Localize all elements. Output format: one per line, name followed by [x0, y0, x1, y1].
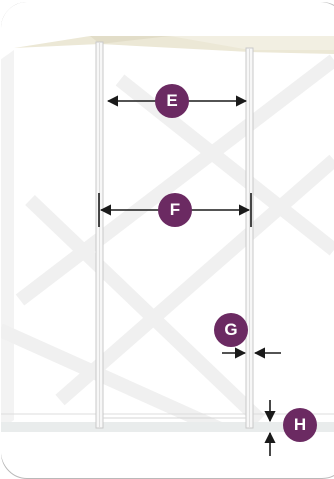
- left-wall-shade: [1, 50, 14, 430]
- callout-label-h: H: [293, 415, 307, 434]
- callout-badge-f: F: [158, 193, 192, 227]
- callout-label-f: F: [169, 200, 181, 219]
- left-frame-post: [95, 41, 104, 429]
- ceiling-panel: [170, 36, 334, 50]
- callout-label-e: E: [166, 91, 178, 110]
- right-frame-post: [245, 47, 254, 429]
- ceiling-edge: [90, 36, 170, 44]
- callout-badge-g: G: [214, 313, 248, 347]
- callout-badge-h: H: [283, 408, 317, 442]
- callout-label-g: G: [224, 320, 238, 339]
- callout-badge-e: E: [155, 84, 189, 118]
- floor-strip: [1, 422, 334, 432]
